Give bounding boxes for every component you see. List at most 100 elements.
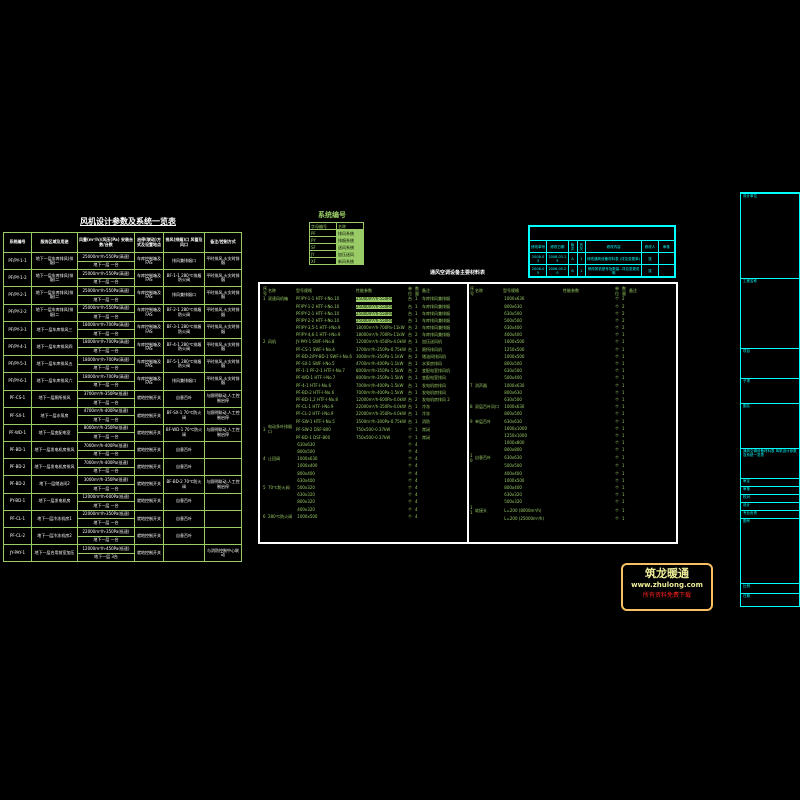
item-type: 500x400 [504, 375, 522, 381]
item-no: 5 [263, 485, 266, 491]
item-unit: 个 [615, 396, 619, 402]
outlet: 自垂百叶 [163, 441, 205, 460]
start-mode: 就地控制开关 [134, 423, 164, 443]
item-unit: 台 [408, 296, 412, 302]
item-unit: 个 [408, 463, 412, 469]
system-code: PF-SX-1 [3, 406, 32, 425]
item-spec-text: 12000m³/h-600Pa-4.0kW [356, 396, 406, 402]
item-no: 8 [470, 404, 473, 410]
item-model: 1000x630 [503, 297, 563, 302]
item-qty: 2 [622, 303, 625, 309]
item-spec [563, 493, 615, 498]
item-qty: 1 [415, 411, 418, 417]
fan-table-header: 系统编号服务区域及用途风量(m³/h)/风压(Pa) 安装台数/台数启停(联动)… [3, 232, 242, 253]
item-model: 1000x500 [296, 514, 356, 520]
item-spec-text: 22000m³/h-350Pa-4.0kW [356, 411, 406, 417]
item-unit: 个 [615, 389, 619, 395]
item-qty: 2 [622, 296, 625, 302]
item-model: PF-SX-1 SWF-I-No.5 [296, 362, 356, 367]
item-remark: 消防 [422, 418, 430, 424]
item-spec [563, 312, 615, 317]
outlet: 自垂百叶 [163, 526, 205, 546]
outlet: BF-4-1 280℃排烟防火阀 [163, 337, 205, 357]
legend-title: 系统编号 [318, 211, 346, 219]
item-spec: 22000m³/h-350Pa-4.0kW [356, 405, 408, 410]
item-qty: 4 [415, 449, 418, 455]
item-qty: 1 [622, 507, 625, 513]
item-model: 500x320 [503, 500, 563, 505]
item-spec [563, 448, 615, 453]
service-area: 地下一层储油间2 [31, 475, 78, 494]
item-qty: 1 [622, 455, 625, 461]
revision-header: 修改单号修改日期版次页次修改内容修改人审核 [528, 240, 676, 253]
item-spec [563, 472, 615, 477]
item-unit: 个 [615, 296, 619, 302]
item-spec [563, 384, 615, 389]
item-spec [563, 479, 615, 484]
item-unit: 台 [408, 310, 412, 316]
fan-header-cell: 服务区域及用途 [31, 232, 78, 253]
item-no: 6 [263, 513, 266, 519]
item-qty: 1 [415, 389, 418, 395]
item-spec [563, 420, 615, 425]
item-spec [563, 326, 615, 331]
start-mode: 车库控制箱及FAS [134, 303, 164, 322]
fan-spec: 25000m³/h-550Pa(高速) [77, 252, 135, 262]
item-model: 500x400 [503, 376, 563, 381]
fan-count: 地下一层 一台 [77, 260, 135, 271]
system-code: JY-PAY-1 [3, 544, 32, 563]
system-code: PF/PY-2-1 [3, 286, 32, 305]
item-type: 1000x500 [504, 353, 525, 359]
fan-count: 地下一层 一台 [77, 466, 135, 477]
service-area: 地下一层冷冻机房2 [31, 526, 78, 546]
item-type: 800x400 [297, 470, 315, 476]
item-spec [356, 443, 408, 448]
item-remark: 发电机房排风 [422, 382, 446, 388]
item-model: 630x400 [296, 478, 356, 484]
fan-count: 地下一层 一台 [77, 398, 135, 408]
item-spec [563, 355, 615, 360]
title-block-cell: 图号 [741, 518, 799, 523]
revision-cell: A [567, 252, 578, 265]
item-model: L=200 (8000m³/h) [503, 508, 563, 514]
item-model: PF/PY-4,6-1 HTF-I-No.9 [296, 333, 356, 338]
item-spec: 7000m³/h-400Pa-1.5kW [356, 390, 408, 396]
item-code: PF-CL-1 [296, 404, 312, 410]
item-unit: 个 [408, 426, 412, 432]
system-code: PF-CS-1 [3, 389, 32, 408]
item-qty: 1 [622, 492, 625, 498]
item-unit: 台 [408, 389, 412, 395]
item-unit: 台 [408, 325, 412, 331]
fan-header-cell: 备注/控制方式 [204, 232, 242, 253]
item-type: 1600x1000 [504, 425, 528, 431]
item-model: 1000x630 [296, 457, 356, 462]
outlet: BF-WD-1 70℃防火阀 [163, 423, 205, 443]
item-spec-text: 25000m³/h-550Pa [356, 317, 392, 324]
item-model: 630x320 [296, 493, 356, 498]
legend-name: 新风系统 [336, 257, 364, 265]
item-type: 630x500 [504, 368, 522, 374]
item-remark: 储油间排风机 [422, 353, 446, 359]
item-spec: 18000m³/h-700Pa-11kW [356, 326, 408, 331]
item-spec [356, 479, 408, 484]
service-area: 地下一层车库排风六 [31, 372, 78, 391]
item-unit: 台 [408, 418, 412, 424]
item-type: HTF-I-No.7 [314, 375, 336, 381]
item-spec-text: 3500m³/h-300Pa-0.75kW [356, 418, 406, 424]
material-header-cell: 单位 [615, 286, 619, 296]
item-qty: 1 [415, 375, 418, 381]
title-block: 设计单位工程名称项目子项图名通风空调设备材料表 风机设计参数及系统一览表审定审核… [740, 192, 800, 607]
system-code: PF/PY-3-1 [3, 320, 32, 339]
item-model: 800x500 [503, 362, 563, 367]
item-spec [563, 509, 615, 514]
fan-header-cell: 风量(m³/h)/风压(Pa) 安装台数/台数 [77, 232, 135, 253]
item-spec [356, 486, 408, 491]
item-unit: 个 [615, 470, 619, 476]
